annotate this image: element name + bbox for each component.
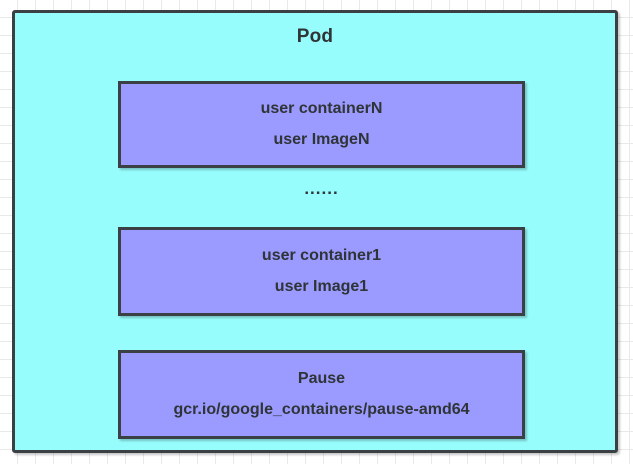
container-box-containerN[interactable]: user containerN user ImageN (118, 81, 525, 168)
container-name-label: Pause (297, 370, 346, 387)
container-box-container1[interactable]: user container1 user Image1 (118, 227, 525, 316)
container-name-label: user container1 (261, 247, 382, 264)
pod-boundary-box[interactable]: Pod user containerN user ImageN ...... u… (12, 10, 618, 453)
container-image-label: user ImageN (273, 131, 370, 148)
ellipsis-label: ...... (304, 179, 339, 198)
container-box-pause[interactable]: Pause gcr.io/google_containers/pause-amd… (118, 350, 525, 439)
container-name-label: user containerN (260, 100, 383, 117)
container-image-label: user Image1 (274, 278, 369, 295)
container-image-label: gcr.io/google_containers/pause-amd64 (173, 401, 470, 418)
pod-title: Pod (296, 26, 334, 47)
